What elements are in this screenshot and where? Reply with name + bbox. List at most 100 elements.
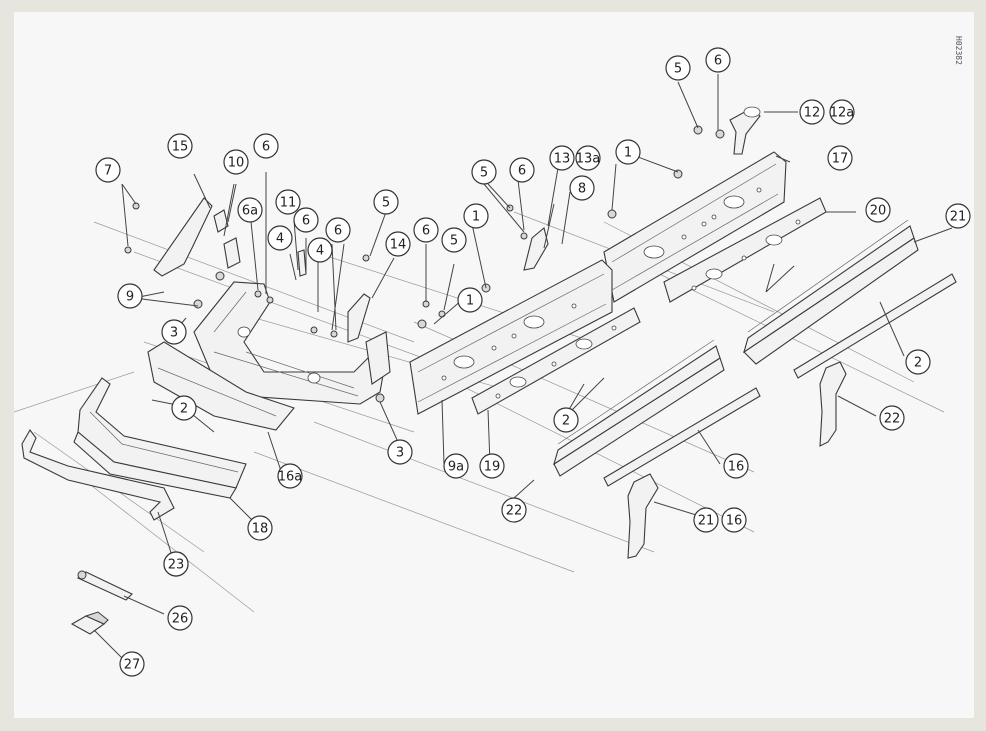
callout-1: 1 <box>615 139 641 165</box>
callout-circle <box>373 189 399 215</box>
profile-part-21-middle <box>553 339 725 477</box>
bracket-part-16-right <box>819 361 847 447</box>
callout-21: 21 <box>693 507 719 533</box>
callout-5: 5 <box>471 159 497 185</box>
callout-12: 12 <box>799 99 825 125</box>
callout-circle <box>267 225 293 251</box>
bar-part-23 <box>21 429 175 521</box>
callout-label: 26 <box>172 612 189 627</box>
callout-circle <box>615 139 641 165</box>
callout-circle <box>171 395 197 421</box>
bracket-part-19 <box>471 307 641 415</box>
callout-1: 1 <box>457 287 483 313</box>
callout-circle <box>501 497 527 523</box>
callout-16a: 16a <box>277 463 303 489</box>
callout-label: 3 <box>170 326 178 341</box>
callout-label: 21 <box>698 514 715 529</box>
callout-label: 11 <box>280 196 297 211</box>
callout-label: 1 <box>624 146 632 161</box>
callout-label: 9a <box>448 460 464 475</box>
rail-part-17 <box>603 151 787 303</box>
callout-circle <box>117 283 143 309</box>
callout-circle <box>387 439 413 465</box>
callout-circle <box>553 407 579 433</box>
callout-20: 20 <box>865 197 891 223</box>
callout-6: 6 <box>509 157 535 183</box>
callout-23: 23 <box>163 551 189 577</box>
callout-circle <box>95 157 121 183</box>
bracket-part-15 <box>124 197 213 277</box>
callout-label: 6 <box>422 224 430 239</box>
callout-13: 13 <box>549 145 575 171</box>
callout-circle <box>441 227 467 253</box>
callout-label: 5 <box>674 62 682 77</box>
callout-label: 15 <box>172 140 189 155</box>
callout-label: 22 <box>884 412 901 427</box>
diagram-frame: H02382 <box>14 12 974 718</box>
callout-5: 5 <box>441 227 467 253</box>
callout-3: 3 <box>387 439 413 465</box>
callout-circle <box>307 237 333 263</box>
callout-circle <box>479 453 505 479</box>
callout-circle <box>879 405 905 431</box>
callout-circle <box>575 145 601 171</box>
exploded-parts-diagram: H02382 <box>14 36 971 677</box>
callout-label: 12 <box>804 106 821 121</box>
callout-label: 6 <box>334 224 342 239</box>
callout-circle <box>693 507 719 533</box>
callout-1: 1 <box>463 203 489 229</box>
callout-4: 4 <box>307 237 333 263</box>
callout-label: 18 <box>252 522 269 537</box>
callout-6: 6 <box>705 47 731 73</box>
callout-label: 4 <box>276 232 284 247</box>
callout-circle <box>471 159 497 185</box>
callout-circle <box>569 175 595 201</box>
callout-label: 16 <box>726 514 743 529</box>
callout-circle <box>721 507 747 533</box>
rod-part-26 <box>76 570 133 601</box>
clip-part-27 <box>70 611 109 635</box>
callout-6: 6 <box>253 133 279 159</box>
callout-8: 8 <box>569 175 595 201</box>
bracket-part-16-middle <box>627 473 659 559</box>
callout-label: 23 <box>168 558 185 573</box>
callout-4: 4 <box>267 225 293 251</box>
callout-circle <box>905 349 931 375</box>
callout-circle <box>167 605 193 631</box>
callout-circle <box>457 287 483 313</box>
callout-label: 12a <box>830 106 855 121</box>
callout-label: 4 <box>316 244 324 259</box>
callout-label: 17 <box>832 152 849 167</box>
callout-label: 9 <box>126 290 134 305</box>
callout-label: 7 <box>104 164 112 179</box>
callout-label: 6 <box>518 164 526 179</box>
callout-circle <box>167 133 193 159</box>
leader-lines <box>93 74 953 661</box>
callout-6a: 6a <box>237 197 263 223</box>
callout-label: 14 <box>390 238 407 253</box>
callout-circle <box>509 157 535 183</box>
callout-6: 6 <box>413 217 439 243</box>
callout-circle <box>277 463 303 489</box>
callout-circle <box>253 133 279 159</box>
callout-circle <box>829 99 855 125</box>
callout-circle <box>549 145 575 171</box>
callout-label: 2 <box>180 402 188 417</box>
strip-part-22-right <box>793 273 957 379</box>
callout-label: 10 <box>228 156 245 171</box>
callout-circle <box>325 217 351 243</box>
small-parts-10-11-14 <box>213 204 549 343</box>
callout-circle <box>723 453 749 479</box>
callout-label: 21 <box>950 210 967 225</box>
callout-10: 10 <box>223 149 249 175</box>
callout-2: 2 <box>171 395 197 421</box>
callout-16: 16 <box>723 453 749 479</box>
profile-part-21-right <box>743 219 919 365</box>
callout-27: 27 <box>119 651 145 677</box>
callout-circle <box>223 149 249 175</box>
rail-part-middle <box>409 259 613 415</box>
callout-circle <box>665 55 691 81</box>
callout-label: 16a <box>278 470 303 485</box>
callout-label: 20 <box>870 204 887 219</box>
